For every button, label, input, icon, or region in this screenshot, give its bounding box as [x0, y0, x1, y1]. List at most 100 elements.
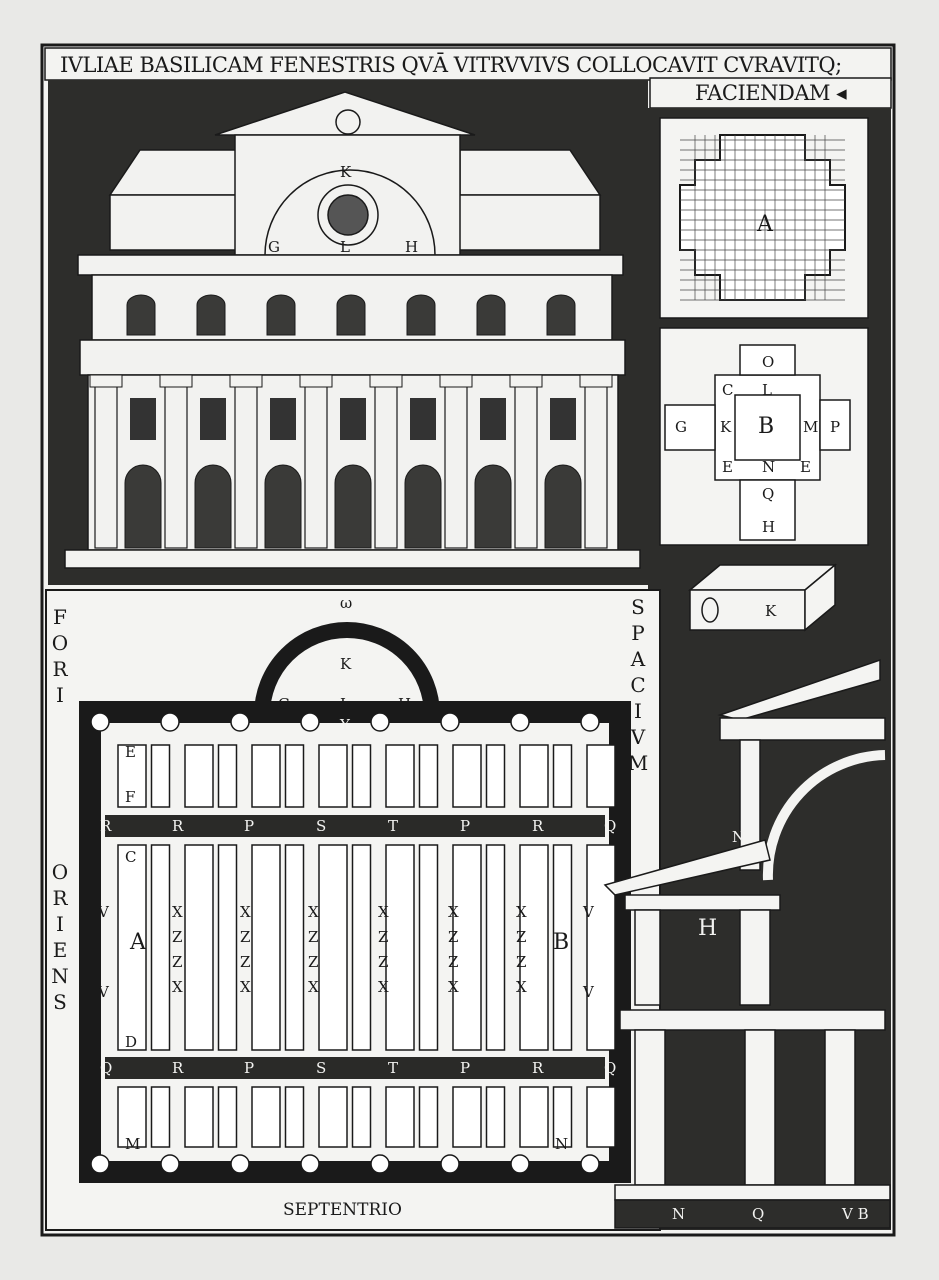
plan-bay-top [385, 744, 415, 808]
z-mark: Z [378, 953, 389, 971]
plan-bay-top [519, 744, 549, 808]
facade-window [480, 398, 506, 440]
pillar-bottom [300, 1154, 320, 1174]
facade-arch [264, 464, 302, 549]
plan-bay-nave [586, 844, 616, 1051]
plan-bay-nave [385, 844, 415, 1051]
plan-b-e2: E [800, 458, 811, 476]
row-top-letter: Q [604, 817, 617, 835]
facade-arch [544, 464, 582, 549]
section-bottom-2: V B [842, 1205, 869, 1223]
x-mark: X [308, 903, 319, 921]
block-k-label: K [765, 602, 777, 620]
upper-window [196, 294, 226, 336]
column-capital [439, 374, 473, 388]
plan-bay-nave [150, 844, 171, 1051]
x-mark: X [378, 903, 389, 921]
side-right-1: V [583, 983, 594, 1001]
z-mark: Z [448, 928, 459, 946]
facade-window [200, 398, 226, 440]
plan-bay-nave [351, 844, 372, 1051]
x-mark: X [308, 978, 319, 996]
plan-bay-nave [284, 844, 305, 1051]
upper-window [476, 294, 506, 336]
plan-bay-nave [485, 844, 506, 1051]
section-bottom-1: Q [752, 1205, 765, 1223]
row-top-letter: P [460, 817, 471, 835]
plan-bay-bottom [485, 1086, 506, 1148]
x-mark: X [448, 978, 459, 996]
z-mark: Z [378, 928, 389, 946]
plan-bay-bottom [418, 1086, 439, 1148]
label-oriens: ORIENS [48, 860, 72, 1016]
row-top-letter: R [172, 817, 184, 835]
facade-arch [334, 464, 372, 549]
plan-bay-top [251, 744, 281, 808]
pillar-top [160, 712, 180, 732]
side-right-0: V [583, 903, 594, 921]
facade-window [550, 398, 576, 440]
plan-bay-bottom [586, 1086, 616, 1148]
side-left-2: C [125, 848, 137, 866]
row-bottom-letter: T [388, 1059, 399, 1077]
plan-b-l: L [762, 381, 772, 399]
pillar-bottom [580, 1154, 600, 1174]
facade-column [94, 377, 118, 549]
plan-bay-bottom [385, 1086, 415, 1148]
pillar-bottom [160, 1154, 180, 1174]
facade-column [514, 377, 538, 549]
upper-window [126, 294, 156, 336]
z-mark: Z [172, 953, 183, 971]
row-bottom-letter: R [172, 1059, 184, 1077]
plan-bay-nave [217, 844, 238, 1051]
plan-b-q: Q [762, 485, 775, 503]
plan-bay-nave [452, 844, 482, 1051]
facade-arch [124, 464, 162, 549]
plan-bay-bottom [284, 1086, 305, 1148]
pillar-top [440, 712, 460, 732]
upper-window [406, 294, 436, 336]
facade-window [410, 398, 436, 440]
plan-bay-top [485, 744, 506, 808]
pillar-top [510, 712, 530, 732]
label-top-mark: ω [340, 594, 353, 612]
pillar-top [300, 712, 320, 732]
plan-bay-top [586, 744, 616, 808]
title-band [44, 47, 892, 81]
z-mark: Z [240, 928, 251, 946]
upper-window [336, 294, 366, 336]
plan-bay-top [318, 744, 348, 808]
plan-bay-bottom [184, 1086, 214, 1148]
plan-bay-bottom [318, 1086, 348, 1148]
section-h: H [698, 916, 718, 941]
facade-column [374, 377, 398, 549]
plan-bay-nave [251, 844, 281, 1051]
plan-bay-top [150, 744, 171, 808]
pillar-bottom [90, 1154, 110, 1174]
z-mark: Z [516, 953, 527, 971]
x-mark: X [516, 903, 527, 921]
side-left-5: D [125, 1033, 138, 1051]
z-mark: Z [308, 953, 319, 971]
plan-bay-bottom [251, 1086, 281, 1148]
side-left-4: V [98, 983, 109, 1001]
plan-bay-bottom [519, 1086, 549, 1148]
column-capital [229, 374, 263, 388]
pillar-bottom [230, 1154, 250, 1174]
facade-arch [474, 464, 512, 549]
plan-b-k: K [720, 418, 732, 436]
facade-k: K [340, 163, 352, 181]
side-left-1: F [125, 788, 136, 806]
facade-g: G [268, 238, 280, 256]
pillar-bottom [510, 1154, 530, 1174]
facade-column [584, 377, 608, 549]
pillar-bottom [440, 1154, 460, 1174]
side-right-2: N [555, 1135, 569, 1153]
column-capital [299, 374, 333, 388]
row-top-letter: P [244, 817, 255, 835]
facade-column [234, 377, 258, 549]
nave-a: A [130, 930, 146, 955]
plan-b-n: N [762, 458, 776, 476]
row-top-letter: R [532, 817, 544, 835]
